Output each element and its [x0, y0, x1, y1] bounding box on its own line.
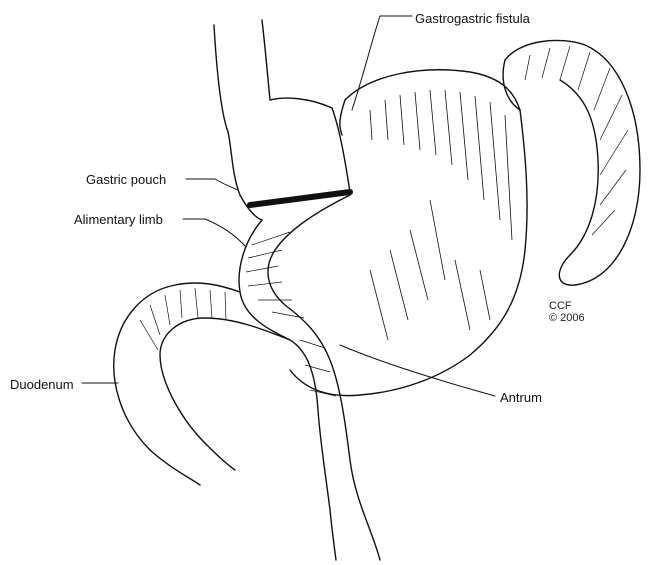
esophagus — [214, 20, 270, 132]
copyright-line-1: CCF — [549, 300, 585, 312]
duodenum-hatching — [140, 288, 226, 350]
fold-hatching — [525, 46, 628, 235]
alimentary-limb — [239, 195, 380, 560]
label-duodenum: Duodenum — [10, 378, 74, 391]
label-gastrogastric-fistula: Gastrogastric fistula — [415, 12, 530, 25]
copyright-mark: CCF © 2006 — [549, 300, 585, 324]
label-alimentary-limb: Alimentary limb — [74, 213, 163, 226]
duodenum — [114, 283, 290, 485]
greater-curvature-fold — [503, 40, 640, 285]
label-antrum: Antrum — [500, 391, 542, 404]
label-gastric-pouch: Gastric pouch — [86, 173, 166, 186]
gastric-pouch — [228, 98, 350, 220]
alimentary-pointer — [183, 219, 245, 246]
pouch-pointer — [186, 179, 238, 190]
copyright-line-2: © 2006 — [549, 312, 585, 324]
fistula-pointer — [352, 16, 412, 110]
stomach-hatching — [370, 90, 512, 340]
